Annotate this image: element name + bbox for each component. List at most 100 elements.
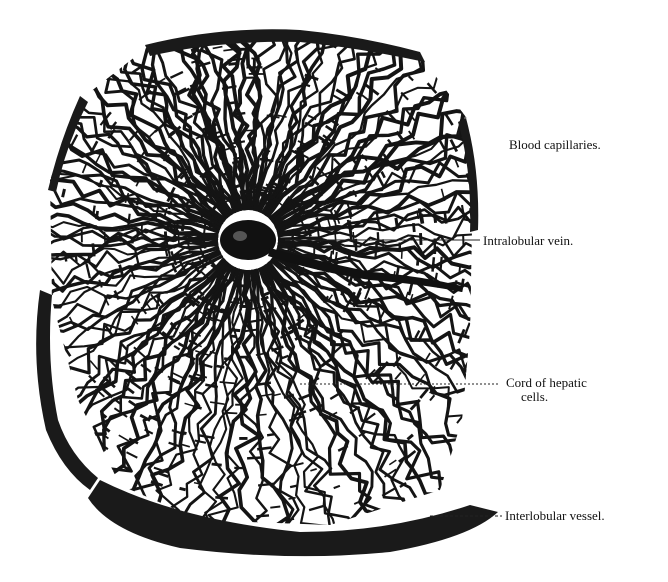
capillary-crosslink bbox=[396, 218, 398, 229]
capillary-crosslink bbox=[433, 257, 434, 271]
capillary-crosslink bbox=[183, 1, 191, 3]
capillary-crosslink bbox=[149, 131, 155, 137]
capillary-crosslink bbox=[475, 149, 481, 164]
capillary-crosslink bbox=[476, 287, 479, 301]
capillary-crosslink bbox=[555, 309, 558, 320]
capillary-crosslink bbox=[0, 32, 6, 42]
capillary-crosslink bbox=[53, 318, 59, 330]
capillary-crosslink bbox=[53, 104, 61, 117]
capillary-crosslink bbox=[409, 76, 413, 80]
capillary-crosslink bbox=[22, 382, 27, 389]
capillary-crosslink bbox=[45, 154, 49, 164]
capillary-crosslink bbox=[18, 139, 21, 146]
capillary-crosslink bbox=[541, 359, 544, 368]
capillary-crosslink bbox=[48, 283, 52, 296]
capillary-crosslink bbox=[375, 15, 383, 20]
label-blood-capillaries: Blood capillaries. bbox=[509, 138, 601, 152]
capillary-crosslink bbox=[331, 94, 343, 101]
capillary-crosslink bbox=[446, 484, 451, 489]
capillary-crosslink bbox=[30, 444, 38, 452]
capillary-strand bbox=[0, 250, 220, 368]
capillary-crosslink bbox=[310, 469, 316, 471]
capillary-crosslink bbox=[40, 151, 43, 159]
capillary-crosslink bbox=[78, 33, 89, 43]
capillary-crosslink bbox=[408, 435, 413, 440]
capillary-crosslink bbox=[431, 496, 438, 501]
capillary-crosslink bbox=[515, 105, 519, 113]
capillary-crosslink bbox=[238, 49, 250, 50]
capillary-crosslink bbox=[501, 277, 502, 284]
capillary-crosslink bbox=[99, 280, 102, 288]
capillary-crosslink bbox=[197, 22, 211, 25]
capillary-crosslink bbox=[21, 423, 30, 434]
capillary-crosslink bbox=[519, 256, 520, 268]
capillary-crosslink bbox=[193, 111, 201, 115]
capillary-crosslink bbox=[299, 567, 314, 570]
capillary-crosslink bbox=[93, 243, 94, 256]
capillary-crosslink bbox=[503, 258, 504, 273]
capillary-crosslink bbox=[505, 203, 507, 217]
capillary-crosslink bbox=[40, 124, 43, 131]
capillary-crosslink bbox=[16, 293, 18, 300]
capillary-crosslink bbox=[459, 266, 460, 274]
capillary-crosslink bbox=[97, 51, 103, 56]
capillary-crosslink bbox=[126, 6, 137, 12]
capillary-crosslink bbox=[51, 13, 57, 19]
capillary-crosslink bbox=[11, 258, 13, 271]
capillary-crosslink bbox=[370, 23, 382, 30]
capillary-crosslink bbox=[465, 323, 470, 337]
capillary-crosslink bbox=[272, 347, 284, 351]
capillary-crosslink bbox=[39, 108, 45, 119]
capillary-crosslink bbox=[146, 303, 150, 309]
capillary-crosslink bbox=[417, 258, 418, 266]
capillary-crosslink bbox=[182, 224, 183, 231]
capillary-crosslink bbox=[336, 90, 347, 96]
capillary-crosslink bbox=[68, 31, 75, 38]
capillary-crosslink bbox=[506, 314, 509, 323]
capillary-crosslink bbox=[353, 232, 354, 245]
capillary-crosslink bbox=[543, 122, 546, 129]
capillary-crosslink bbox=[452, 18, 462, 28]
capillary-crosslink bbox=[196, 392, 203, 394]
capillary-crosslink bbox=[518, 405, 523, 413]
capillary-crosslink bbox=[196, 407, 202, 409]
capillary-crosslink bbox=[217, 366, 225, 367]
capillary-crosslink bbox=[191, 49, 199, 51]
capillary-crosslink bbox=[89, 254, 90, 264]
capillary-crosslink bbox=[545, 123, 551, 137]
label-intralobular-vein: Intralobular vein. bbox=[483, 234, 573, 248]
capillary-crosslink bbox=[212, 464, 222, 465]
capillary-crosslink bbox=[234, 299, 242, 300]
capillary-crosslink bbox=[397, 266, 399, 275]
capillary-crosslink bbox=[521, 152, 524, 161]
capillary-crosslink bbox=[389, 460, 396, 465]
capillary-crosslink bbox=[566, 216, 567, 228]
capillary-crosslink bbox=[555, 253, 556, 269]
capillary-crosslink bbox=[129, 401, 137, 406]
capillary-crosslink bbox=[293, 236, 294, 249]
capillary-crosslink bbox=[501, 101, 505, 109]
capillary-crosslink bbox=[93, 206, 95, 216]
capillary-crosslink bbox=[127, 388, 133, 393]
label-interlobular-vessel: Interlobular vessel. bbox=[505, 509, 605, 523]
capillary-crosslink bbox=[105, 232, 106, 247]
capillary-crosslink bbox=[548, 204, 550, 218]
capillary-crosslink bbox=[252, 192, 267, 193]
capillary-crosslink bbox=[357, 203, 359, 209]
capillary-crosslink bbox=[174, 346, 180, 350]
capillary-crosslink bbox=[293, 26, 300, 28]
capillary-crosslink bbox=[333, 245, 334, 254]
capillary-crosslink bbox=[445, 212, 447, 224]
capillary-crosslink bbox=[43, 67, 50, 76]
capillary-crosslink bbox=[480, 131, 486, 143]
capillary-crosslink bbox=[185, 26, 197, 30]
capillary-crosslink bbox=[76, 256, 77, 262]
capillary-crosslink bbox=[142, 222, 143, 235]
capillary-crosslink bbox=[253, 576, 266, 577]
label-cord-of-hepatic-cells: Cord of hepatic bbox=[506, 376, 587, 390]
capillary-crosslink bbox=[503, 129, 509, 143]
capillary-crosslink bbox=[377, 214, 380, 230]
capillary-crosslink bbox=[525, 76, 529, 83]
capillary-crosslink bbox=[58, 472, 70, 481]
capillary-crosslink bbox=[421, 233, 422, 245]
